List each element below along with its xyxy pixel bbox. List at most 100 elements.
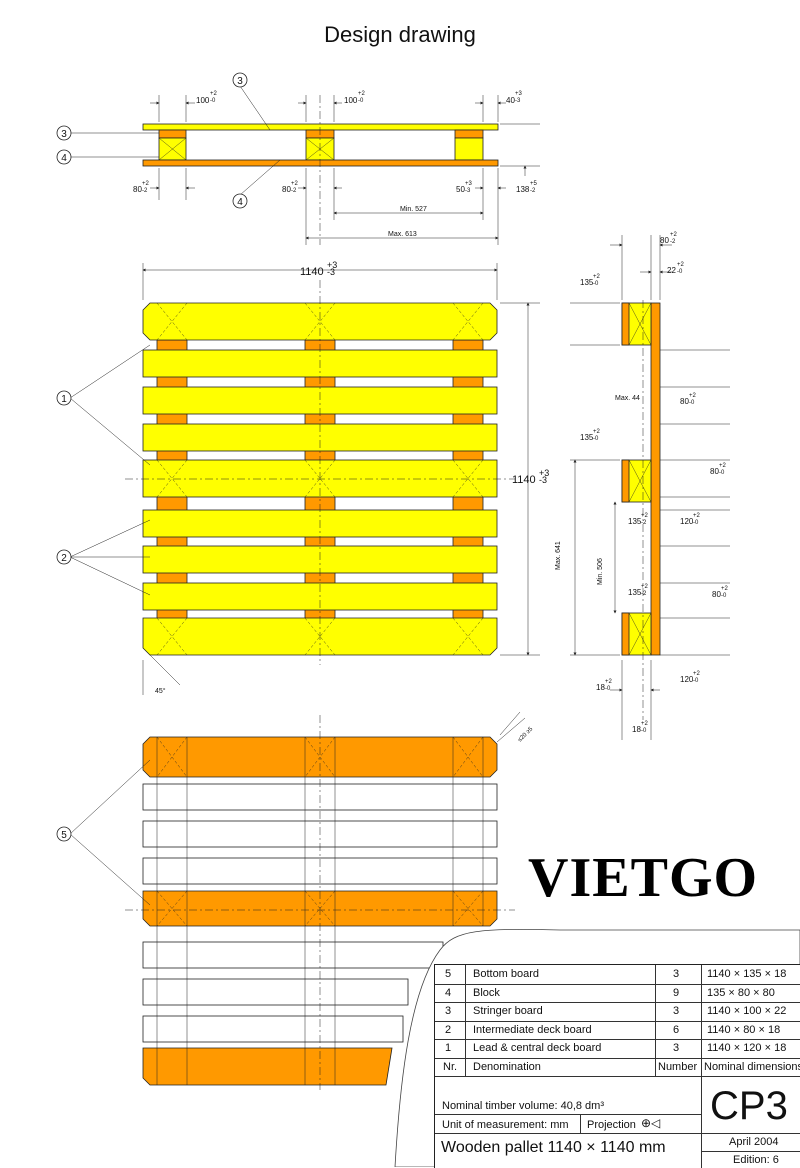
dim-top-1-tol: +2-0 bbox=[210, 91, 218, 104]
dim-side-k: 80 bbox=[712, 590, 721, 599]
dim-side-f: 135 bbox=[580, 433, 594, 442]
row-nr: 1 bbox=[445, 1042, 452, 1054]
dim-side-l-tol: +2-0 bbox=[605, 679, 613, 692]
title-block-line bbox=[580, 1114, 581, 1133]
dim-side-n: 18 bbox=[632, 725, 641, 734]
callout-4-left: 4 bbox=[61, 153, 67, 164]
page-title: Design drawing bbox=[324, 22, 476, 47]
dim-top-2: 100 bbox=[344, 96, 358, 105]
row-name: Block bbox=[473, 986, 500, 999]
dim-side-i: 120 bbox=[680, 517, 694, 526]
table-row: 3 Stringer board 3 1140 × 100 × 22 bbox=[435, 1002, 800, 1022]
table-row: 2 Intermediate deck board 6 1140 × 80 × … bbox=[435, 1021, 800, 1040]
dim-top-1: 100 bbox=[196, 96, 210, 105]
title-block-divider bbox=[701, 1077, 702, 1168]
dim-side-b-tol: +2-0 bbox=[677, 262, 685, 275]
row-number: 9 bbox=[673, 986, 680, 999]
dim-side-b: 22 bbox=[667, 266, 676, 275]
dim-plan-height: 1140 bbox=[512, 474, 536, 486]
dim-side-f-tol: +2-0 bbox=[593, 429, 601, 442]
callout-3-left: 3 bbox=[61, 129, 67, 140]
dim-chamfer: 45° bbox=[155, 687, 166, 695]
drawing-date: April 2004 bbox=[729, 1136, 779, 1148]
dim-side-c-tol: +2-0 bbox=[593, 274, 601, 287]
table-row: 4 Block 9 135 × 80 × 80 bbox=[435, 984, 800, 1003]
dim-plan-height-tol: +3-3 bbox=[539, 468, 549, 485]
row-number: 3 bbox=[673, 968, 680, 980]
projection-label: Projection bbox=[587, 1119, 636, 1131]
row-number: 3 bbox=[673, 1042, 680, 1054]
dim-top-6-tol: +3-3 bbox=[465, 181, 473, 194]
row-number: 6 bbox=[673, 1023, 680, 1036]
dim-side-a: 80 bbox=[660, 236, 669, 245]
dim-bottom-chamfer: ≤20 ≥5 bbox=[517, 726, 535, 744]
dim-side-i-tol: +2-0 bbox=[693, 513, 701, 526]
title-block-line bbox=[435, 1114, 701, 1115]
dim-side-max44: Max. 44 bbox=[615, 395, 640, 402]
dim-side-max641: Max. 641 bbox=[555, 541, 562, 570]
dim-side-a-tol: +2-2 bbox=[670, 232, 678, 245]
end-view bbox=[70, 85, 540, 245]
row-nr: 5 bbox=[445, 968, 452, 980]
dim-side-g-tol: +2-0 bbox=[719, 463, 727, 476]
callout-3-top: 3 bbox=[237, 76, 243, 87]
dim-side-min506: Min. 506 bbox=[597, 558, 604, 585]
dim-top-7: 138 bbox=[516, 185, 530, 194]
title-block-line bbox=[701, 1151, 800, 1152]
watermark-logo: VIETGO bbox=[528, 847, 759, 909]
drawing-code: CP3 bbox=[710, 1084, 788, 1128]
callouts bbox=[56, 72, 248, 842]
dim-side-n-tol: +2-0 bbox=[641, 721, 649, 734]
dim-side-j: 135 bbox=[628, 588, 642, 597]
dim-side-h: 135 bbox=[628, 517, 642, 526]
dim-side-e-tol: +2-0 bbox=[689, 393, 697, 406]
row-name: Intermediate deck board bbox=[473, 1023, 592, 1036]
dim-top-3-tol: +3-3 bbox=[515, 91, 523, 104]
callout-2: 2 bbox=[61, 553, 67, 564]
dim-plan-width: 1140 bbox=[300, 266, 324, 278]
dim-side-e: 80 bbox=[680, 397, 689, 406]
dim-side-m: 120 bbox=[680, 675, 694, 684]
row-dims: 1140 × 80 × 18 bbox=[707, 1023, 781, 1036]
row-nr: 4 bbox=[445, 986, 452, 999]
dim-side-h-tol: +2-2 bbox=[641, 513, 649, 526]
header-nr: Nr. bbox=[443, 1060, 458, 1073]
row-nr: 3 bbox=[445, 1005, 452, 1017]
edition: Edition: 6 bbox=[733, 1154, 779, 1166]
header-name: Denomination bbox=[473, 1060, 541, 1073]
dim-top-2-tol: +2-0 bbox=[358, 91, 366, 104]
plan-view bbox=[69, 263, 540, 695]
dim-max-613: Max. 613 bbox=[388, 231, 417, 238]
row-name: Stringer board bbox=[473, 1005, 543, 1017]
dim-top-6: 50 bbox=[456, 185, 465, 194]
dim-top-3: 40 bbox=[506, 96, 515, 105]
row-dims: 1140 × 135 × 18 bbox=[707, 968, 787, 980]
header-number: Number bbox=[658, 1060, 698, 1073]
row-name: Lead & central deck board bbox=[473, 1042, 602, 1054]
row-dims: 1140 × 100 × 22 bbox=[707, 1005, 787, 1017]
table-header-row: Nr. Denomination Number Nominal dimensio… bbox=[435, 1058, 800, 1077]
table-row: 5 Bottom board 3 1140 × 135 × 18 bbox=[435, 965, 800, 985]
title-block-line bbox=[701, 1133, 800, 1134]
dim-side-j-tol: +2-2 bbox=[641, 584, 649, 597]
dim-side-m-tol: +2-0 bbox=[693, 671, 701, 684]
table-row: 1 Lead & central deck board 3 1140 × 120… bbox=[435, 1039, 800, 1059]
dim-top-5-tol: +2-2 bbox=[291, 181, 299, 194]
row-dims: 135 × 80 × 80 bbox=[707, 986, 775, 999]
projection-symbol-icon: ⊕◁ bbox=[641, 1116, 661, 1130]
pallet-name: Wooden pallet 1140 × 1140 mm bbox=[441, 1139, 666, 1156]
dim-plan-width-tol: +3-3 bbox=[327, 260, 337, 277]
dim-side-l: 18 bbox=[596, 683, 605, 692]
callout-5: 5 bbox=[61, 830, 67, 841]
callout-1: 1 bbox=[61, 394, 67, 405]
title-block-line bbox=[435, 1133, 701, 1134]
unit-of-measurement: Unit of measurement: mm bbox=[442, 1119, 569, 1131]
dim-min-527: Min. 527 bbox=[400, 206, 427, 213]
dim-side-k-tol: +2-0 bbox=[721, 586, 729, 599]
header-dims: Nominal dimensions bbox=[704, 1060, 800, 1073]
row-dims: 1140 × 120 × 18 bbox=[707, 1042, 787, 1054]
row-name: Bottom board bbox=[473, 968, 540, 980]
parts-table: 5 Bottom board 3 1140 × 135 × 18 4 Block… bbox=[434, 964, 800, 1168]
row-nr: 2 bbox=[445, 1023, 452, 1036]
side-view bbox=[570, 235, 730, 740]
